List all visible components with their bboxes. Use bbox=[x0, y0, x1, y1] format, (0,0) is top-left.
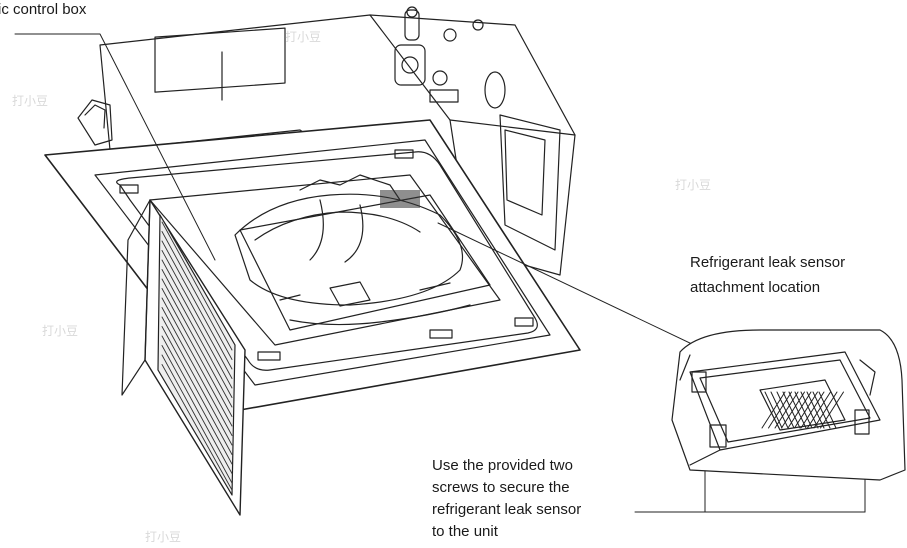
screws-note-line: refrigerant leak sensor bbox=[432, 501, 582, 518]
grille-panel bbox=[121, 199, 246, 516]
control-box-label: ic control box bbox=[0, 1, 87, 18]
sensor-mesh-line bbox=[807, 391, 831, 429]
sensor-mesh-line bbox=[800, 391, 825, 429]
screws-note-line: to the unit bbox=[432, 523, 498, 540]
hanging-bracket bbox=[77, 99, 113, 146]
grille-slat bbox=[161, 364, 233, 491]
grille-slat bbox=[161, 335, 233, 465]
sensor-location-line: attachment location bbox=[690, 279, 821, 296]
watermark: 打小豆 bbox=[285, 30, 322, 44]
sensor-mesh-line bbox=[794, 391, 818, 429]
grille-slat bbox=[161, 231, 233, 360]
sensor-mesh-line bbox=[787, 391, 812, 429]
sensor-mesh-line bbox=[812, 391, 831, 429]
grille-slat bbox=[161, 221, 233, 351]
screws-note-line: screws to secure the bbox=[432, 479, 570, 496]
sensor-mesh-line bbox=[800, 391, 819, 429]
sensor-detail bbox=[671, 329, 906, 481]
grille-slat bbox=[161, 345, 233, 474]
sensor-mesh-line bbox=[806, 391, 825, 429]
grille-slat bbox=[161, 288, 233, 417]
sensor-mesh-line bbox=[782, 391, 801, 429]
screws-note-line: Use the provided two bbox=[432, 457, 573, 474]
sensor-mesh-line bbox=[820, 391, 844, 429]
watermark: 打小豆 bbox=[42, 324, 79, 338]
sensor-location-line: Refrigerant leak sensor bbox=[690, 254, 846, 271]
grille-slat bbox=[161, 297, 233, 427]
grille-slat bbox=[161, 269, 233, 398]
sensor-location-label: Refrigerant leak sensor attachment locat… bbox=[690, 250, 845, 300]
side-vent bbox=[484, 71, 506, 109]
grille-slat bbox=[161, 259, 233, 389]
sensor-mesh-line bbox=[776, 391, 795, 429]
sensor-mesh-line bbox=[774, 391, 799, 429]
pipe-connections bbox=[394, 6, 484, 103]
watermark: 打小豆 bbox=[675, 178, 712, 192]
sensor-mesh-line bbox=[818, 391, 837, 429]
fan-assembly bbox=[234, 174, 491, 331]
watermark: 打小豆 bbox=[12, 94, 49, 108]
sensor-mesh-line bbox=[813, 391, 838, 429]
sensor-mesh-line bbox=[768, 391, 792, 429]
sensor-mesh-line bbox=[788, 391, 807, 429]
screws-note-label: Use the provided two screws to secure th… bbox=[432, 455, 581, 543]
grille-slat bbox=[161, 240, 233, 370]
grille-slat bbox=[161, 326, 233, 455]
grille-slat bbox=[161, 316, 233, 446]
grille-slat bbox=[161, 354, 233, 484]
sensor-mesh-line bbox=[781, 391, 805, 429]
watermark: 打小豆 bbox=[145, 530, 182, 544]
grille-slat bbox=[161, 250, 233, 379]
grille-slat bbox=[161, 307, 233, 436]
sensor-mesh-line bbox=[761, 391, 786, 429]
sensor-mesh-line bbox=[794, 391, 813, 429]
grille-slat bbox=[161, 278, 233, 408]
